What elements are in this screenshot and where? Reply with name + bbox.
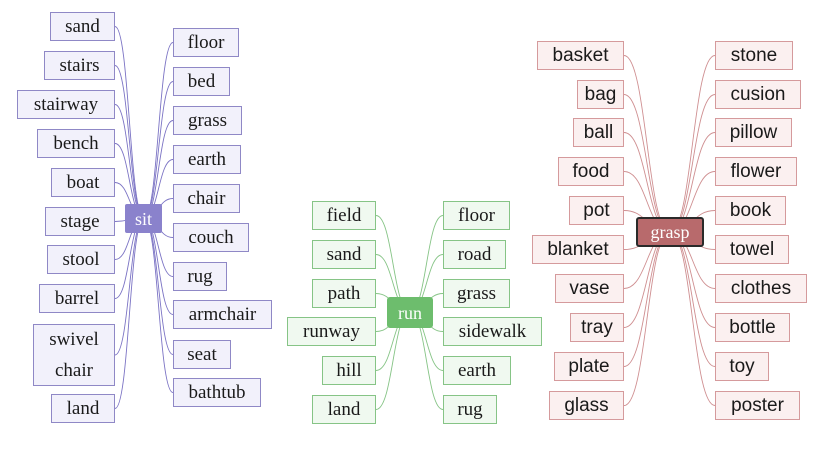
- run-object-earth: earth: [443, 356, 511, 385]
- grasp-object-glass: glass: [549, 391, 624, 420]
- grasp-object-blanket: blanket: [532, 235, 624, 264]
- sit-edge-sand: [114, 26, 145, 219]
- grasp-object-tray: tray: [570, 313, 624, 342]
- grasp-object-ball: ball: [573, 118, 624, 147]
- run-object-field: field: [312, 201, 376, 230]
- sit-object-stairway: stairway: [17, 90, 115, 119]
- grasp-edge-glass: [623, 231, 671, 406]
- sit-object-couch: couch: [173, 223, 249, 252]
- grasp-object-bottle: bottle: [715, 313, 790, 342]
- grasp-edge-basket: [623, 55, 671, 233]
- grasp-object-toy: toy: [715, 352, 769, 381]
- run-object-path: path: [312, 279, 376, 308]
- run-object-rug: rug: [443, 395, 497, 424]
- sit-edge-land: [114, 217, 145, 409]
- sit-object-stage: stage: [45, 207, 115, 236]
- sit-object-stool: stool: [47, 245, 115, 274]
- grasp-object-pot: pot: [569, 196, 624, 225]
- sit-verb-node: sit: [125, 204, 162, 233]
- run-object-sidewalk: sidewalk: [443, 317, 542, 346]
- grasp-object-cusion: cusion: [715, 80, 801, 109]
- sit-object-sand: sand: [50, 12, 115, 41]
- sit-object-chair: chair: [173, 184, 240, 213]
- sit-edge-floor: [143, 42, 174, 219]
- sit-object-stairs: stairs: [44, 51, 115, 80]
- sit-object-rug: rug: [173, 262, 227, 291]
- grasp-object-pillow: pillow: [715, 118, 792, 147]
- sit-edge-bathtub: [143, 217, 174, 393]
- grasp-edge-plate: [623, 231, 671, 367]
- sit-edge-seat: [143, 217, 174, 355]
- sit-object-seat: seat: [173, 340, 231, 369]
- grasp-object-poster: poster: [715, 391, 800, 420]
- grasp-object-flower: flower: [715, 157, 797, 186]
- grasp-object-vase: vase: [555, 274, 624, 303]
- sit-object-earth: earth: [173, 145, 241, 174]
- grasp-edge-poster: [669, 231, 716, 406]
- grasp-object-book: book: [715, 196, 786, 225]
- sit-edge-stairs: [114, 65, 145, 219]
- sit-object-floor: floor: [173, 28, 239, 57]
- grasp-object-food: food: [558, 157, 624, 186]
- grasp-object-bag: bag: [577, 80, 624, 109]
- sit-object-bed: bed: [173, 67, 230, 96]
- grasp-edge-stone: [669, 55, 716, 233]
- sit-object-swivel-chair: swivel chair: [33, 324, 115, 386]
- sit-object-bench: bench: [37, 129, 115, 158]
- grasp-object-clothes: clothes: [715, 274, 807, 303]
- run-object-grass: grass: [443, 279, 510, 308]
- grasp-object-plate: plate: [554, 352, 624, 381]
- grasp-object-towel: towel: [715, 235, 789, 264]
- grasp-object-basket: basket: [537, 41, 624, 70]
- sit-object-land: land: [51, 394, 115, 423]
- sit-edge-bed: [143, 81, 174, 219]
- sit-object-barrel: barrel: [39, 284, 115, 313]
- sit-object-armchair: armchair: [173, 300, 272, 329]
- sit-object-grass: grass: [173, 106, 242, 135]
- run-object-road: road: [443, 240, 506, 269]
- grasp-edge-toy: [669, 231, 716, 367]
- grasp-verb-node: grasp: [636, 217, 704, 247]
- sit-object-bathtub: bathtub: [173, 378, 261, 407]
- run-object-hill: hill: [322, 356, 376, 385]
- run-object-land: land: [312, 395, 376, 424]
- grasp-object-stone: stone: [715, 41, 793, 70]
- run-verb-node: run: [387, 297, 433, 328]
- run-object-runway: runway: [287, 317, 376, 346]
- sit-object-boat: boat: [51, 168, 115, 197]
- run-object-floor: floor: [443, 201, 510, 230]
- run-object-sand: sand: [312, 240, 376, 269]
